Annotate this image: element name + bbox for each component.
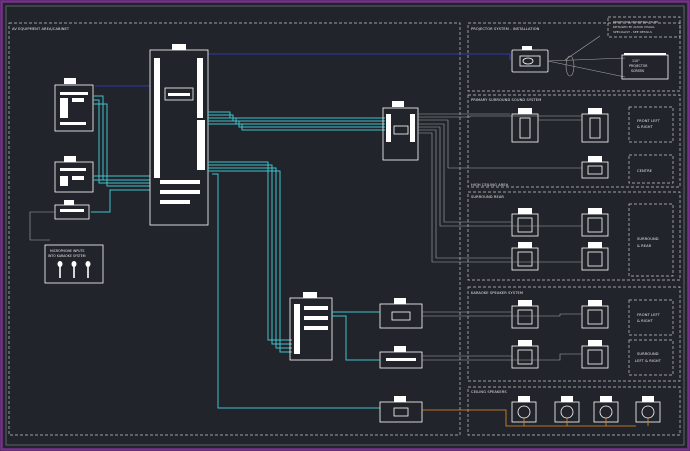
primary-amplifier (382, 101, 419, 161)
screen-label-1: 110" (632, 59, 640, 63)
ceiling-speaker-zone (467, 386, 681, 436)
karaoke-speaker-cables (422, 311, 582, 361)
speaker-rear-2 (581, 242, 609, 271)
projector (511, 46, 549, 73)
title-karaoke: KARAOKE SPEAKER SYSTEM (471, 291, 523, 295)
microphone-icon (57, 261, 91, 278)
label-front-lr-2: & RIGHT (637, 125, 654, 129)
karaoke-speaker-surround-right (581, 340, 609, 369)
karaoke-amplifier (289, 292, 333, 361)
mic-label-1: MICROPHONE INPUTS (50, 249, 84, 253)
label-karaoke-front-2: & RIGHT (637, 319, 654, 323)
primary-speaker-cables (418, 113, 582, 263)
mic-label-2: INTO KARAOKE SYSTEM (48, 254, 86, 258)
label-karaoke-surround-2: LEFT & RIGHT (635, 359, 662, 363)
source-device-1 (54, 78, 94, 132)
karaoke-speaker-front-left (511, 300, 539, 329)
subwoofer-amplifier (379, 396, 423, 423)
speaker-surround-2 (581, 208, 609, 237)
karaoke-power-amp-1 (379, 298, 423, 329)
karaoke-amp-cable-2 (332, 315, 380, 361)
projection-beam (547, 55, 626, 78)
ceiling-speaker-cable (422, 409, 636, 427)
speaker-centre (581, 156, 609, 179)
projector-note-3: SPECIALIST - SEE DETAILS (613, 30, 652, 34)
video-cable-projector (208, 53, 511, 60)
cable-bundle-lower (208, 161, 380, 409)
rear-zone-label-box (628, 203, 674, 277)
title-primary-surround: PRIMARY SURROUND SOUND SYSTEM (471, 98, 541, 102)
source-cables (93, 95, 150, 187)
centre-zone-label-box (628, 154, 674, 184)
label-karaoke-front-1: FRONT LEFT (637, 313, 661, 317)
projector-note-2: DETAILED BY AUDIO VISUAL (613, 25, 655, 29)
av-equipment-zone (8, 22, 461, 436)
projector-note-box (607, 16, 681, 38)
projector-zone (467, 22, 681, 92)
primary-surround-zone (467, 94, 681, 188)
karaoke-front-label-box (628, 299, 674, 336)
title-ceiling-speakers: CEILING SPEAKERS (471, 390, 507, 394)
karaoke-power-amp-2 (379, 346, 423, 369)
title-projector: PROJECTOR SYSTEM - INSTALLATION (471, 27, 540, 31)
speaker-rear-1 (511, 242, 539, 271)
projector-screen: 110" PROJECTOR SCREEN (621, 53, 669, 80)
primary-zone-label-box (628, 106, 674, 143)
mixer-cable (91, 189, 150, 213)
surround-rear-zone (467, 191, 681, 281)
screen-label-3: SCREEN (631, 69, 644, 73)
karaoke-surround-label-box (628, 339, 674, 376)
microphone-inputs: MICROPHONE INPUTS INTO KARAOKE SYSTEM (44, 244, 104, 284)
karaoke-speaker-front-right (581, 300, 609, 329)
projector-note-1: PROJECTOR MOUNTING TO BE (613, 20, 658, 24)
note-leader (564, 35, 601, 61)
label-karaoke-surround-1: SURROUND (637, 352, 659, 356)
label-surround-rear-1: SURROUND (637, 237, 659, 241)
speaker-front-right (581, 108, 609, 143)
title-surround-rear: SURROUND REAR (471, 195, 504, 199)
source-device-2 (54, 156, 94, 193)
speaker-front-left (511, 108, 539, 143)
title-high-ceiling: HIGH CEILING AREA (471, 183, 509, 187)
label-front-lr-1: FRONT LEFT (637, 119, 661, 123)
label-centre: CENTRE (637, 169, 653, 173)
av-receiver (149, 44, 209, 226)
screen-label-2: PROJECTOR (629, 64, 648, 68)
cable-bundle-primary (208, 111, 385, 131)
speaker-surround-1 (511, 208, 539, 237)
karaoke-speaker-surround-left (511, 340, 539, 369)
inner-frame (5, 5, 685, 446)
karaoke-speaker-zone (467, 286, 681, 382)
karaoke-mixer (54, 200, 90, 220)
mic-input-cable (29, 211, 55, 241)
title-av-equipment: AV EQUIPMENT AREA/CABINET (12, 27, 70, 31)
label-surround-rear-2: & REAR (637, 244, 652, 248)
